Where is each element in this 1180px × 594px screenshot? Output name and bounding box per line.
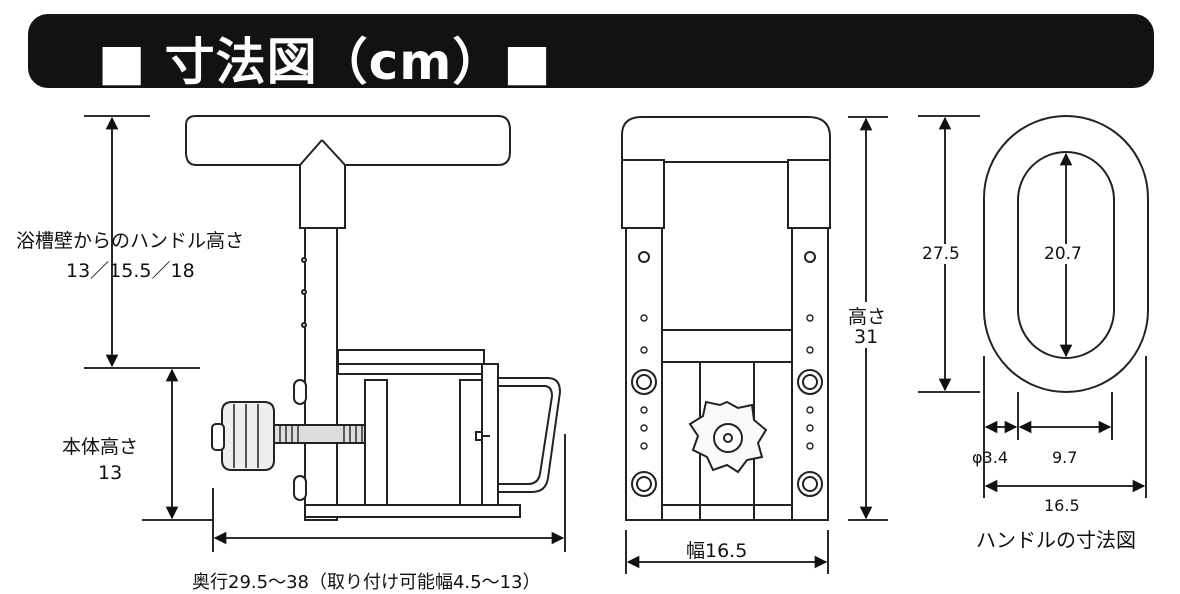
front-width-label: 幅16.5 [686, 540, 748, 562]
side-handle-grip [185, 115, 511, 229]
outer-height-label: 27.5 [922, 244, 960, 264]
side-clamp-top [337, 349, 485, 365]
side-view-drawing [185, 115, 562, 521]
body-height-value: 13 [98, 462, 123, 484]
outer-width-label: 16.5 [1044, 496, 1080, 515]
handle-height-values: 13／15.5／18 [66, 260, 195, 282]
title-banner: ■ 寸法図（cm）■ [28, 14, 1154, 91]
handle-height-label: 浴槽壁からのハンドル高さ [16, 230, 245, 252]
depth-label: 奥行29.5～38（取り付け可能幅4.5～13） [192, 572, 541, 593]
front-clamp [661, 329, 793, 363]
front-height-label: 高さ [846, 302, 889, 329]
body-height-label: 本体高さ [62, 436, 139, 458]
side-pad-right [459, 379, 483, 506]
front-handle [621, 116, 831, 163]
side-knob [221, 401, 275, 471]
front-height-value: 31 [852, 326, 881, 348]
side-pad-left [364, 379, 388, 506]
side-post [304, 227, 338, 521]
page-title: ■ 寸法図（cm）■ [98, 33, 552, 91]
front-view-drawing [621, 116, 831, 521]
handle-caption: ハンドルの寸法図 [976, 528, 1136, 552]
side-dimensions [84, 115, 566, 552]
inner-height-label: 20.7 [1044, 244, 1082, 264]
diameter-label: φ3.4 [972, 448, 1008, 467]
inner-width-label: 9.7 [1052, 448, 1078, 467]
side-bracket [498, 377, 562, 493]
